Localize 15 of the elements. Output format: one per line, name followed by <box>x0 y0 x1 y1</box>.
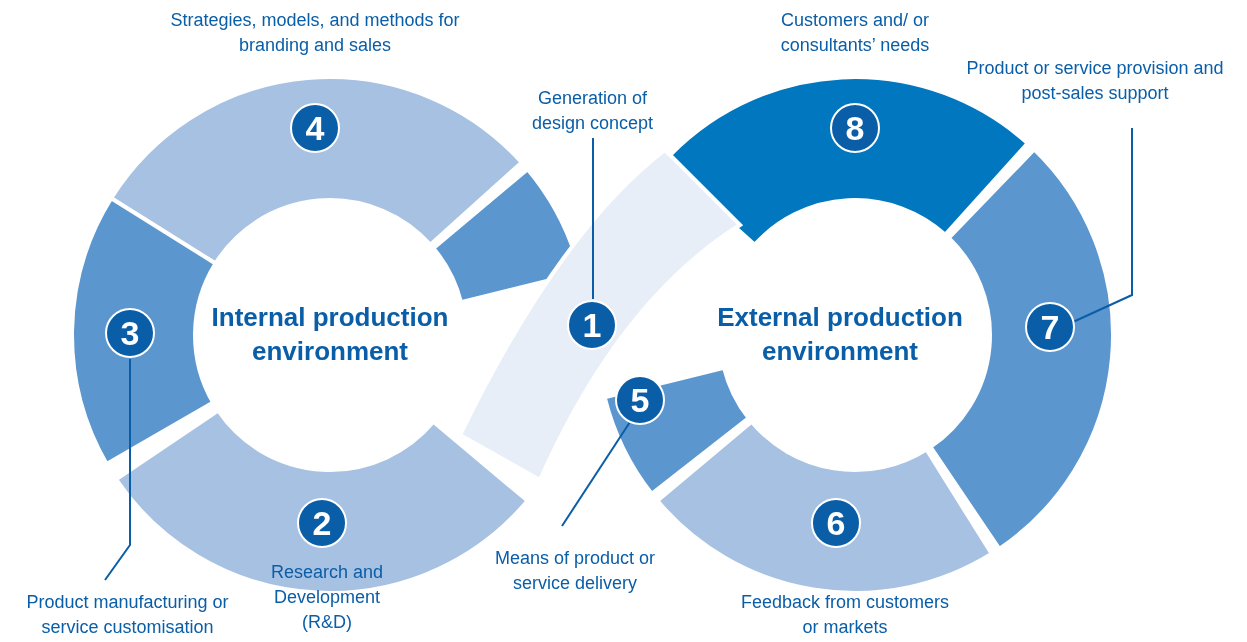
step-label: Means of product or service delivery <box>475 546 675 596</box>
leader-line <box>1072 127 1133 323</box>
number-circle: 5 <box>615 375 665 425</box>
step-label: Generation of design concept <box>510 86 675 136</box>
step-label: Customers and/ or consultants’ needs <box>779 9 931 57</box>
leader-line <box>104 358 131 581</box>
loop-title: External production environment <box>716 301 964 368</box>
step-label: Product or service provision and post-sales support <box>965 56 1225 106</box>
loop-title: Internal production environment <box>210 301 450 368</box>
leader-line <box>592 137 594 300</box>
leader-line <box>561 421 631 527</box>
step-label: Product manufacturing or service customisation <box>15 590 240 640</box>
step-label: Strategies, models, and methods for branding and sales <box>170 9 460 57</box>
step-label: Research and Development (R&D) <box>269 561 385 634</box>
step-label: Feedback from customers or markets <box>740 591 950 639</box>
